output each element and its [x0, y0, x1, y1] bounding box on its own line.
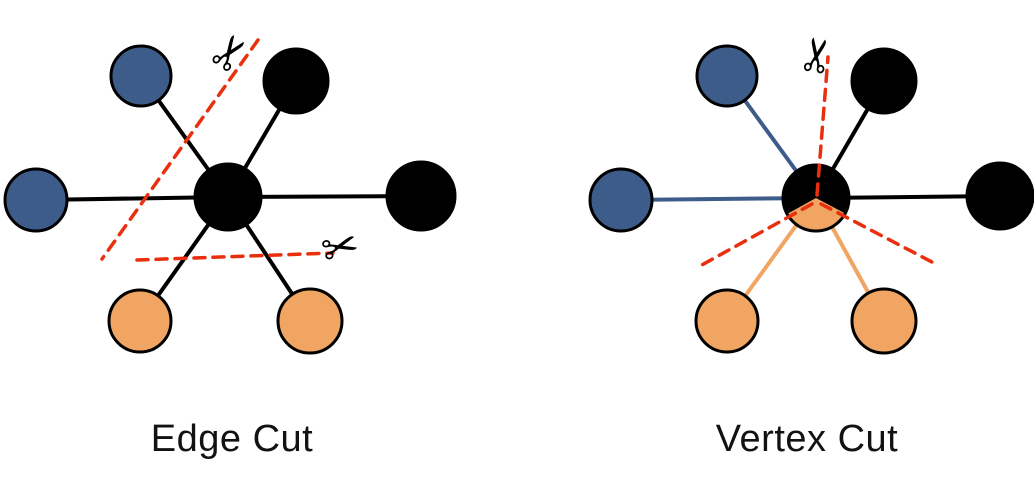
scissors-icon: ✂ — [316, 219, 365, 278]
node-blue-top-left — [109, 44, 173, 108]
node-orange-bottom-right — [276, 287, 344, 355]
node-blue-left — [3, 167, 69, 233]
node-black-top-right — [262, 47, 330, 115]
edge-cut-graph: ✂✂ — [3, 22, 457, 355]
node-orange-bottom-right — [850, 287, 918, 355]
node-orange-bottom-left — [107, 288, 173, 354]
node-blue-left — [588, 167, 654, 233]
center-node-partition — [787, 198, 846, 232]
cut-line — [819, 202, 934, 264]
node-black-right — [965, 161, 1034, 231]
node-black-right — [385, 160, 457, 232]
center-node-outline — [781, 163, 851, 233]
node-orange-bottom-left — [694, 288, 760, 354]
scissors-icon: ✂ — [787, 32, 847, 79]
node-black-top-right — [850, 47, 918, 115]
cut-line — [100, 38, 260, 261]
node-blue-top-left — [695, 44, 759, 108]
scissors-icon: ✂ — [197, 22, 263, 85]
cut-line — [815, 55, 830, 197]
vertex-cut-graph: ✂ — [588, 32, 1034, 355]
center-node-outline — [193, 162, 263, 232]
vertex-cut-label: Vertex Cut — [715, 418, 899, 460]
cut-line — [135, 251, 335, 262]
edge-cut-label: Edge Cut — [150, 418, 314, 460]
center-node — [195, 164, 261, 230]
cut-line — [698, 202, 814, 268]
